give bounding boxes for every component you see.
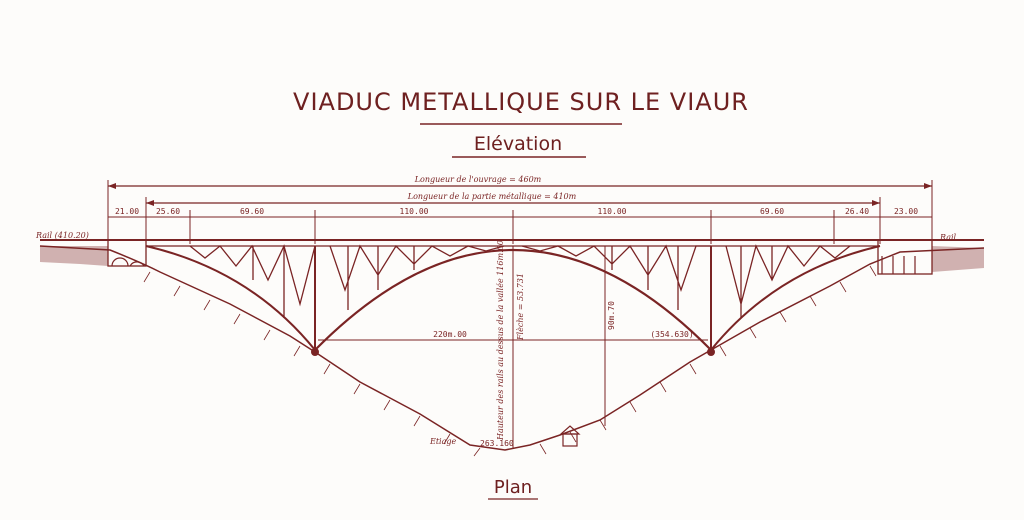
drawing-title: VIADUC METALLIQUE SUR LE VIAUR: [293, 88, 749, 116]
metal-arrow-right: [872, 200, 880, 206]
abutment-left: [40, 239, 147, 267]
truss-web: [189, 244, 851, 318]
total-arrow-right: [924, 183, 932, 189]
total-length-label: Longueur de l'ouvrage = 460m: [414, 175, 542, 184]
span-label-6: 69.60: [760, 207, 784, 216]
river-label: Etiage: [429, 437, 457, 446]
ground-profile: [39, 245, 985, 451]
ground-hatching: [143, 265, 877, 457]
arch-rise-label: Flèche = 53.731: [516, 273, 525, 341]
pier-foot-right: [707, 348, 715, 356]
rail-right-label: Rail: [939, 233, 957, 242]
cantilever-left: [145, 245, 316, 351]
plan-label: Plan: [494, 477, 532, 498]
deck: [40, 239, 984, 247]
span-label-7: 26.40: [845, 207, 869, 216]
span-label-8: 23.00: [894, 207, 918, 216]
rail-height-label: Hauteur des rails au dessus de la vallée…: [496, 240, 505, 441]
river-level-label: 263.160: [480, 439, 514, 448]
span-label-3: 69.60: [240, 207, 264, 216]
cantilever-right: [710, 245, 881, 351]
elevation-label: Elévation: [474, 133, 562, 155]
pier-height-label: 90m.70: [607, 301, 616, 330]
pier-foot-left: [311, 348, 319, 356]
total-arrow-left: [108, 183, 116, 189]
pier-elevation-label: (354.630): [650, 330, 693, 339]
span-label-5: 110.00: [598, 207, 627, 216]
span-label-1: 21.00: [115, 207, 139, 216]
rail-left-label: Rail (410.20): [35, 231, 89, 240]
abutment-right: [877, 239, 984, 275]
span-label-2: 25.60: [156, 207, 180, 216]
house-icon: [559, 425, 581, 447]
metal-length-label: Longueur de la partie métallique = 410m: [407, 192, 577, 201]
arch-span-label: 220m.00: [433, 330, 467, 339]
metal-arrow-left: [146, 200, 154, 206]
span-ticks: [107, 180, 933, 244]
span-label-4: 110.00: [400, 207, 429, 216]
